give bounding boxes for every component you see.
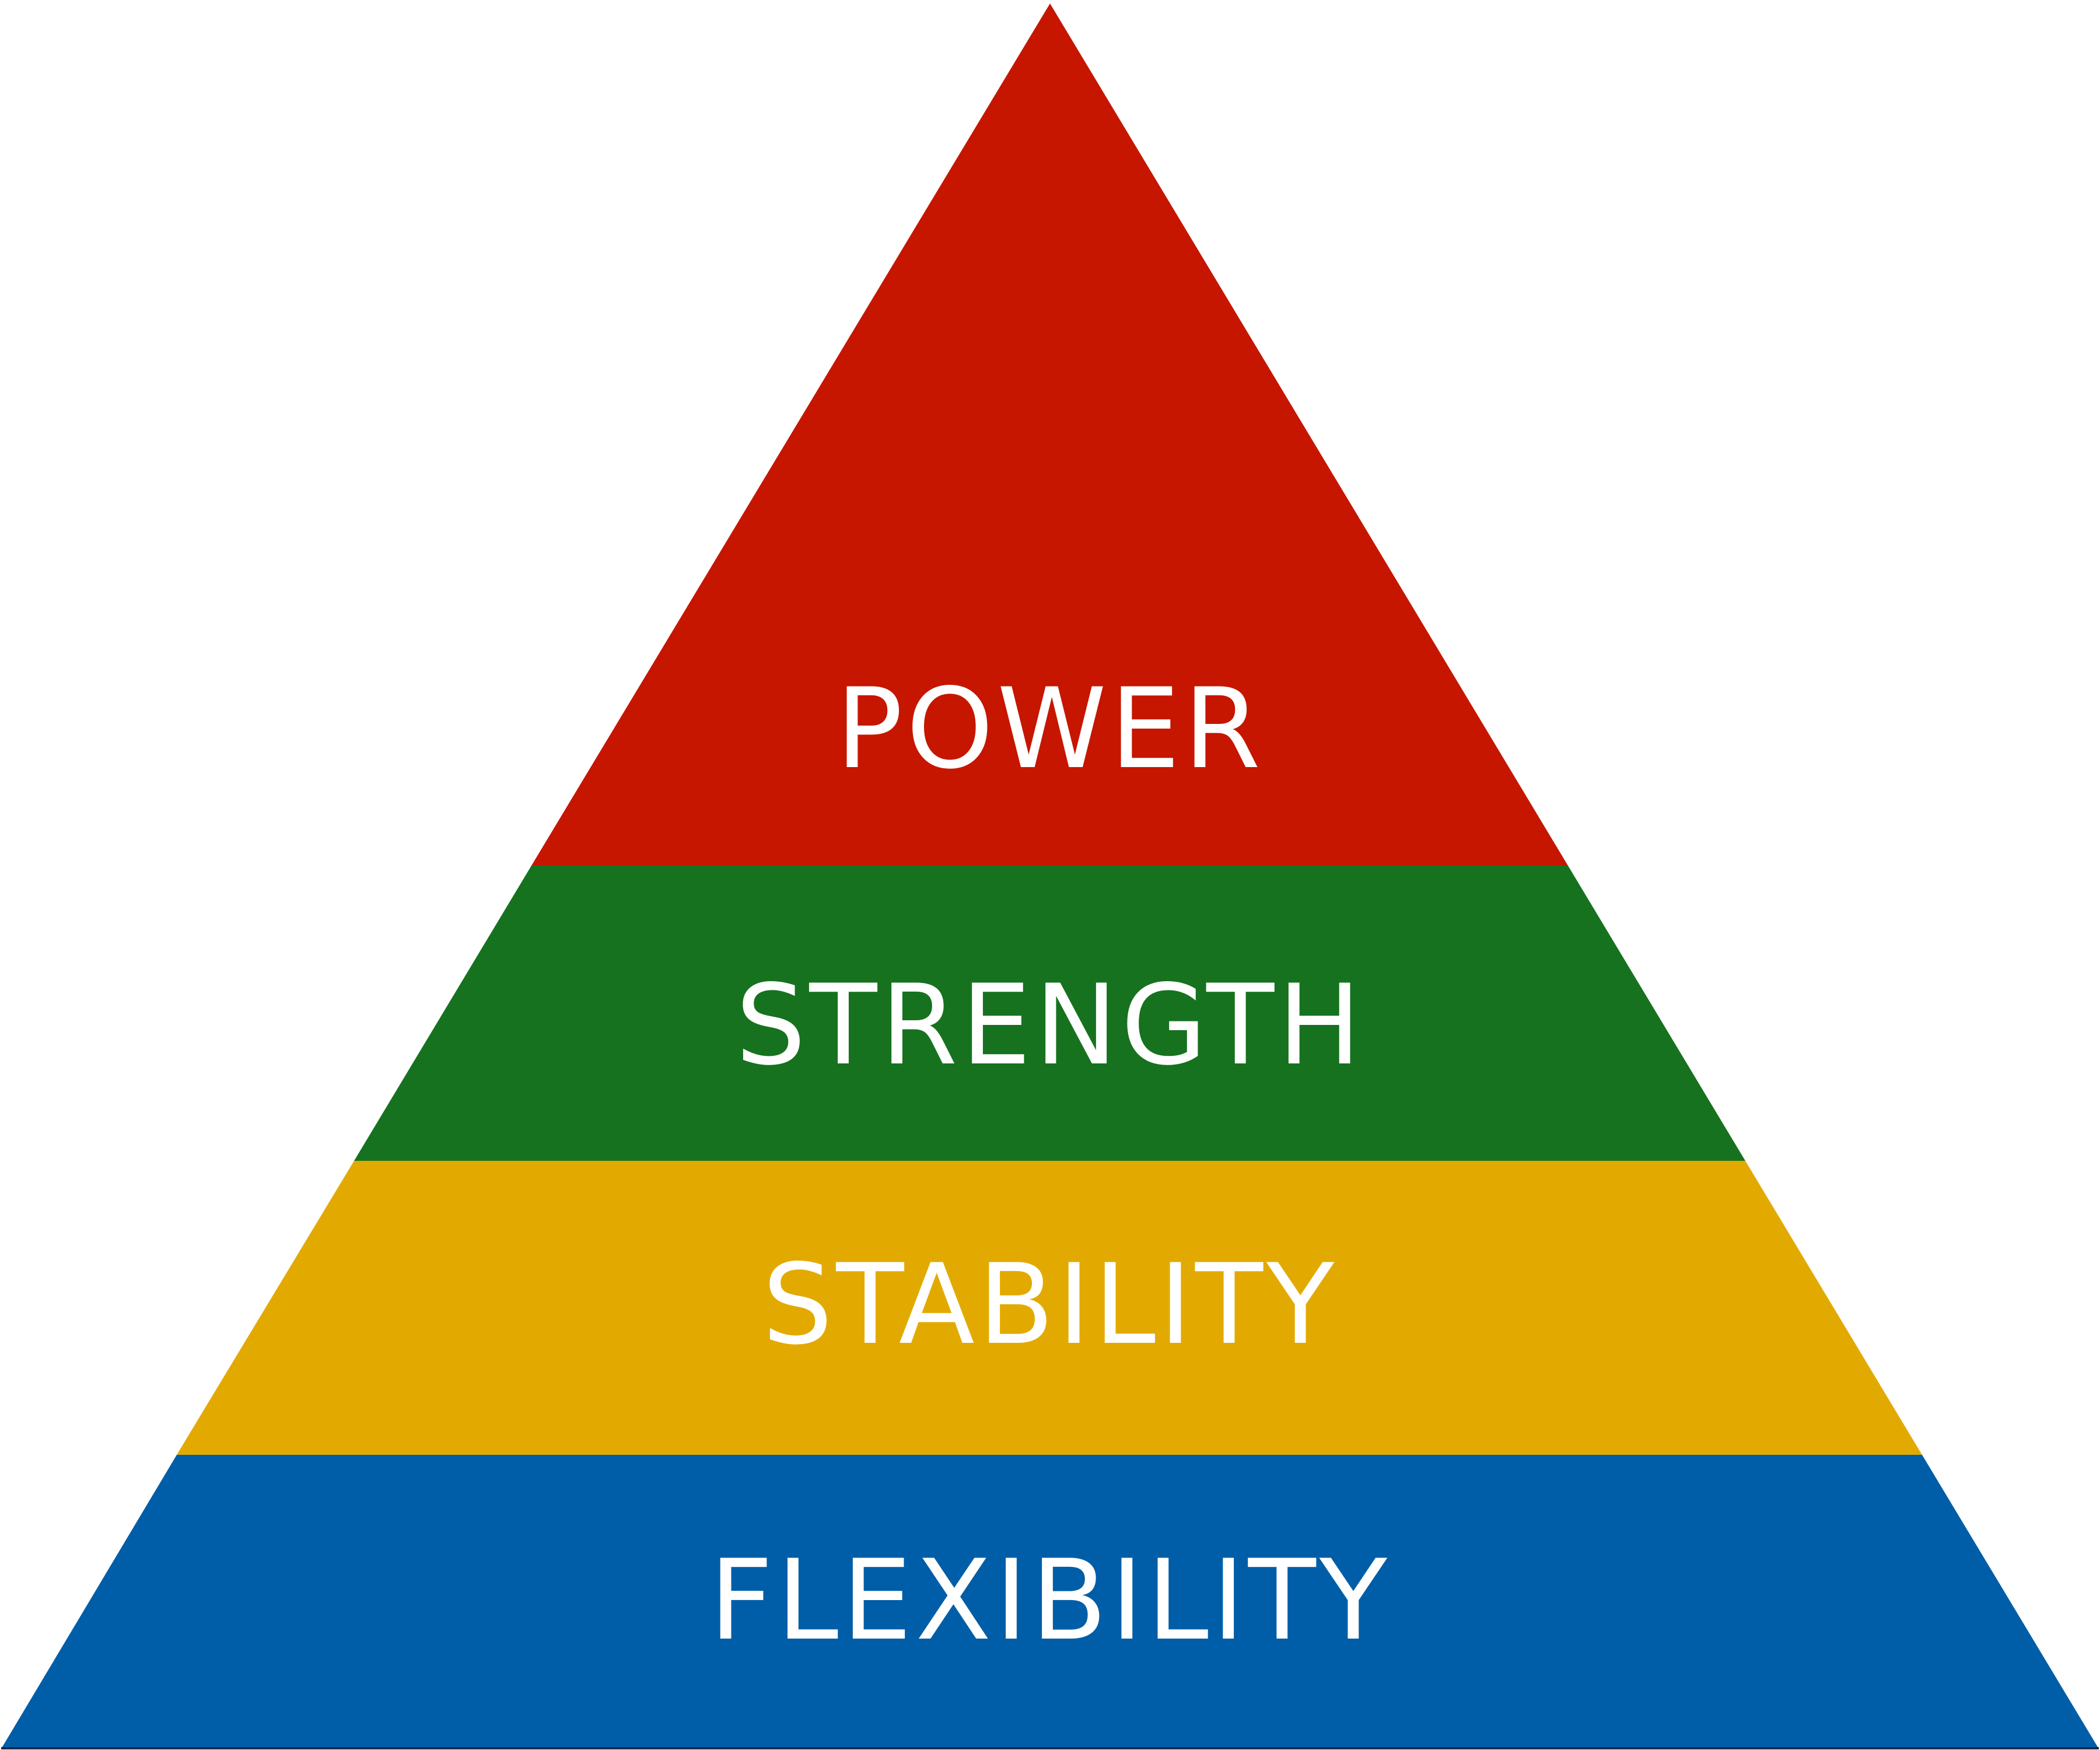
tier-power-label: POWER [836, 664, 1264, 793]
pyramid-labels: POWER STRENGTH STABILITY FLEXIBILITY [709, 664, 1391, 1665]
tier-stability-shape [177, 1161, 1922, 1455]
tier-strength-label: STRENGTH [736, 961, 1364, 1090]
tier-power-shape [531, 4, 1568, 866]
pyramid-tiers [1, 4, 2099, 1749]
tier-flexibility-label: FLEXIBILITY [709, 1536, 1391, 1665]
tier-strength-shape [354, 866, 1745, 1161]
tier-flexibility-shape [1, 1455, 2099, 1749]
tier-stability-label: STABILITY [762, 1240, 1338, 1369]
